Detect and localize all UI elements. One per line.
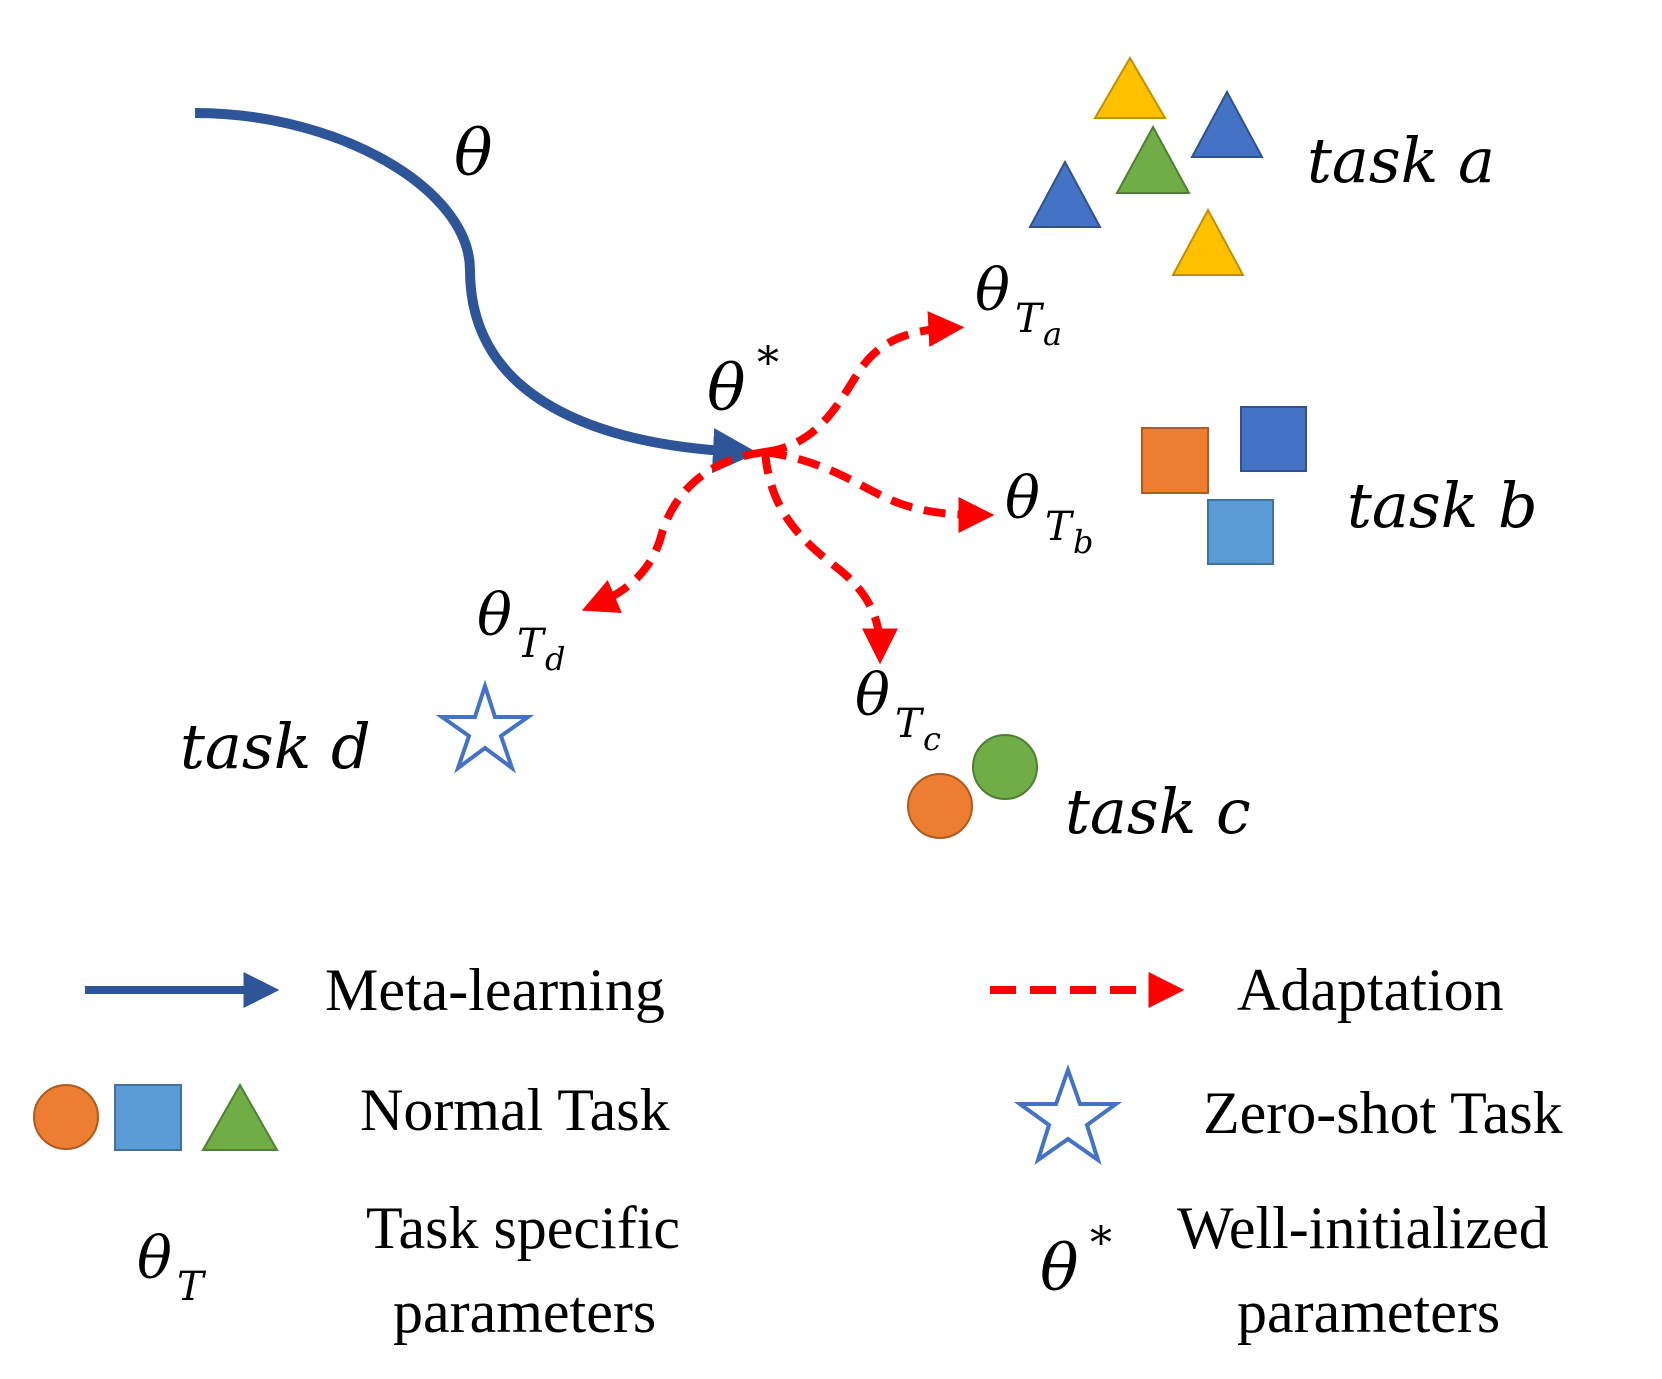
svg-text:T: T: [517, 621, 547, 667]
legend-theta-T-symbol: θ T: [137, 1224, 207, 1310]
svg-text:T: T: [895, 701, 925, 747]
svg-text:a: a: [1043, 315, 1062, 353]
adaptation-path-b: [764, 448, 995, 533]
task-b-shapes: [1141, 406, 1307, 565]
green-triangle-icon: [1115, 124, 1191, 194]
legend-task-specific-line1: Task specific: [366, 1195, 680, 1261]
theta-Td-label: θ T d: [477, 581, 565, 678]
adaptation-path-d: [581, 448, 766, 614]
blue-triangle-icon: [1190, 89, 1264, 158]
svg-text:θ: θ: [137, 1224, 172, 1292]
task-d-label: task d: [180, 710, 371, 783]
theta-Tb-label: θ T b: [1005, 464, 1093, 561]
yellow-triangle-icon: [1093, 56, 1167, 119]
blue-triangle-icon: [1028, 159, 1102, 228]
legend-adaptation: Adaptation: [1237, 957, 1504, 1023]
light-blue-square-icon: [114, 1084, 182, 1151]
legend-normal-task: Normal Task: [360, 1077, 670, 1143]
legend-theta-star-symbol: θ *: [1040, 1218, 1112, 1306]
adaptation-path-a: [764, 311, 965, 456]
task-a-shapes: [1028, 56, 1264, 276]
svg-text:θ: θ: [975, 256, 1010, 324]
svg-text:b: b: [1073, 523, 1093, 561]
task-c-shapes: [907, 734, 1038, 839]
svg-text:θ: θ: [1005, 464, 1040, 532]
task-a-label: task a: [1307, 124, 1495, 197]
star-icon: [435, 679, 535, 774]
svg-text:*: *: [1090, 1218, 1112, 1269]
svg-text:c: c: [923, 720, 941, 758]
svg-text:θ: θ: [855, 661, 890, 729]
legend-task-specific-line2: parameters: [393, 1279, 656, 1345]
theta-star-label: θ *: [707, 338, 779, 426]
star-icon: [1013, 1063, 1123, 1166]
adaptation-path-c: [761, 451, 898, 665]
theta-Tc-label: θ T c: [855, 661, 941, 758]
legend-zero-shot-task: Zero-shot Task: [1203, 1080, 1563, 1146]
light-blue-square-icon: [1207, 499, 1274, 565]
svg-text:T: T: [1015, 296, 1045, 342]
theta-Ta-label: θ T a: [975, 256, 1062, 353]
task-b-label: task b: [1347, 469, 1538, 542]
orange-circle-icon: [33, 1084, 99, 1150]
legend-meta-learning: Meta-learning: [325, 957, 665, 1023]
legend: Meta-learning Adaptation Normal Task Zer…: [33, 957, 1563, 1345]
svg-text:θ: θ: [477, 581, 512, 649]
adaptation-paths: [581, 311, 995, 665]
svg-text:θ: θ: [1040, 1232, 1079, 1306]
svg-text:θ: θ: [707, 352, 746, 426]
legend-well-initialized-line1: Well-initialized: [1177, 1195, 1549, 1261]
orange-square-icon: [1141, 427, 1209, 494]
svg-text:*: *: [757, 338, 779, 389]
legend-well-initialized-line2: parameters: [1237, 1279, 1500, 1345]
svg-text:T: T: [1045, 504, 1075, 550]
green-triangle-icon: [201, 1082, 279, 1151]
green-circle-icon: [972, 734, 1038, 800]
svg-text:d: d: [545, 640, 565, 678]
blue-square-icon: [1240, 406, 1307, 472]
yellow-triangle-icon: [1171, 207, 1245, 276]
svg-text:T: T: [177, 1264, 207, 1310]
theta-label: θ: [454, 117, 493, 191]
meta-learning-path: [194, 108, 758, 474]
orange-circle-icon: [907, 773, 973, 839]
task-c-label: task c: [1065, 775, 1251, 848]
